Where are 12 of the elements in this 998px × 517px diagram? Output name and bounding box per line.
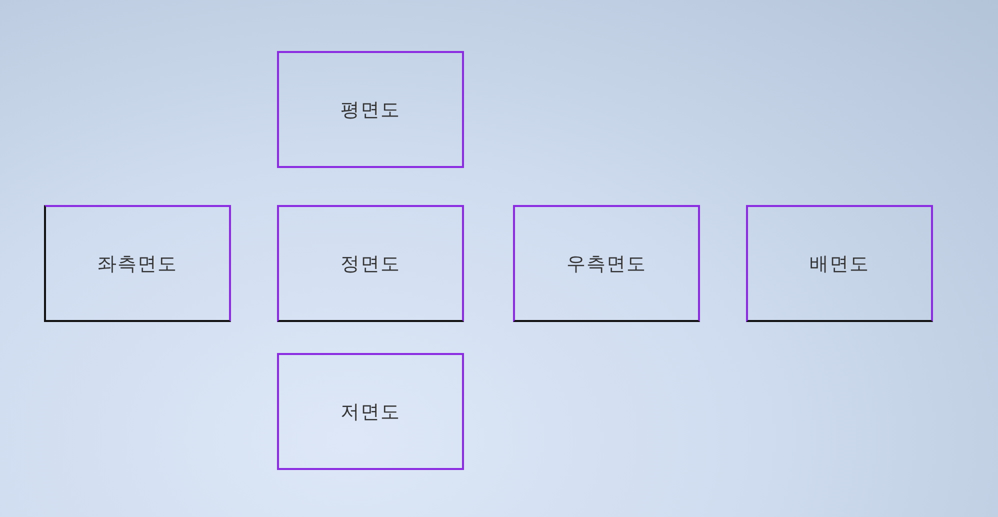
view-box xyxy=(277,205,464,322)
view-label: 정면도 xyxy=(340,252,400,276)
view-label: 배면도 xyxy=(810,252,870,276)
view-box xyxy=(746,205,933,322)
view-label: 저면도 xyxy=(340,400,400,424)
view-box xyxy=(44,205,231,322)
view-label: 좌측면도 xyxy=(98,252,178,276)
view-label: 평면도 xyxy=(340,98,400,122)
view-box xyxy=(277,51,464,168)
view-label: 우측면도 xyxy=(566,252,646,276)
view-box xyxy=(277,353,464,470)
view-box xyxy=(513,205,700,322)
